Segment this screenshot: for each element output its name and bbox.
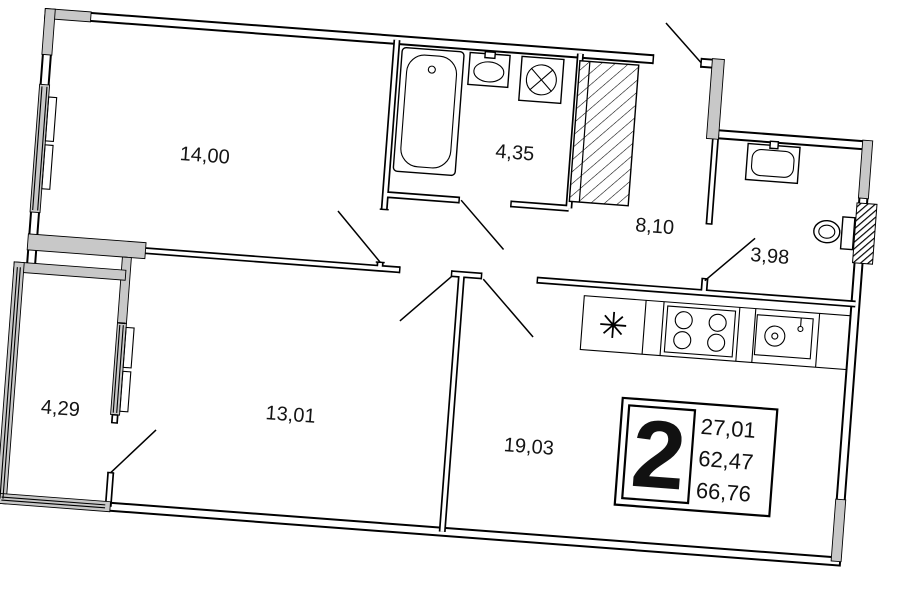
stamp-rooms-box	[621, 404, 697, 505]
window-icon	[32, 86, 48, 211]
window-wall-section	[29, 83, 51, 214]
kitchen-sink-icon	[753, 314, 814, 360]
bathroom-door-swing	[460, 199, 505, 251]
label-room2-area: 13,01	[265, 402, 317, 428]
washbasin-icon	[467, 50, 511, 89]
refrigerator-icon	[600, 311, 627, 338]
stamp-room-count: 2	[628, 400, 689, 511]
label-hallway-area: 8,10	[634, 214, 674, 239]
window-sill	[44, 96, 58, 143]
window-icon	[112, 324, 124, 414]
wall-section	[116, 256, 132, 324]
wall-section	[13, 261, 127, 281]
toilet-icon	[813, 216, 856, 251]
window-wall-section	[0, 492, 112, 513]
label-balcony-area: 4,29	[40, 396, 80, 421]
wall-section	[830, 498, 847, 563]
stamp-value-1: 27,01	[700, 414, 757, 443]
window-icon	[1, 496, 106, 509]
floor-plan: 14,00 4,35 8,10 3,98 4,29 13,01 19,03 2 …	[0, 0, 889, 567]
window-sill	[119, 370, 132, 413]
window-icon	[0, 267, 21, 499]
bedroom-door-swing	[337, 210, 381, 263]
stamp-value-2: 62,47	[698, 446, 755, 475]
wall-section	[857, 139, 874, 200]
water-heater-icon	[852, 202, 878, 265]
stove-icon	[663, 305, 737, 358]
washing-machine-icon	[518, 55, 565, 105]
window-sill	[41, 144, 54, 190]
door-swings	[110, 22, 756, 474]
wall-section	[705, 58, 725, 140]
label-living-area: 19,03	[503, 434, 555, 460]
label-bathroom-area: 4,35	[495, 141, 535, 166]
apartment-stamp: 2 27,01 62,47 66,76	[613, 396, 779, 518]
window-sill	[122, 326, 135, 369]
wall-section	[26, 233, 147, 260]
wc-door-swing	[704, 237, 756, 282]
room2-door-swing	[399, 276, 452, 322]
entrance-door-swing	[665, 22, 702, 64]
wc-washbasin-icon	[744, 140, 801, 185]
living-door-swing	[482, 278, 534, 338]
label-bedroom-area: 14,00	[179, 143, 231, 169]
room-labels: 14,00 4,35 8,10 3,98 4,29 13,01 19,03	[40, 141, 790, 460]
kitchen-counter	[579, 295, 852, 371]
door-jambs	[107, 54, 713, 474]
window-lines	[0, 86, 135, 509]
wall-section	[41, 7, 56, 56]
stamp-value-3: 66,76	[695, 478, 752, 507]
label-wc-area: 3,98	[750, 244, 790, 269]
balcony-door-swing	[110, 429, 157, 474]
bathtub-icon	[392, 46, 465, 177]
ventilation-shaft-icon	[568, 59, 640, 207]
